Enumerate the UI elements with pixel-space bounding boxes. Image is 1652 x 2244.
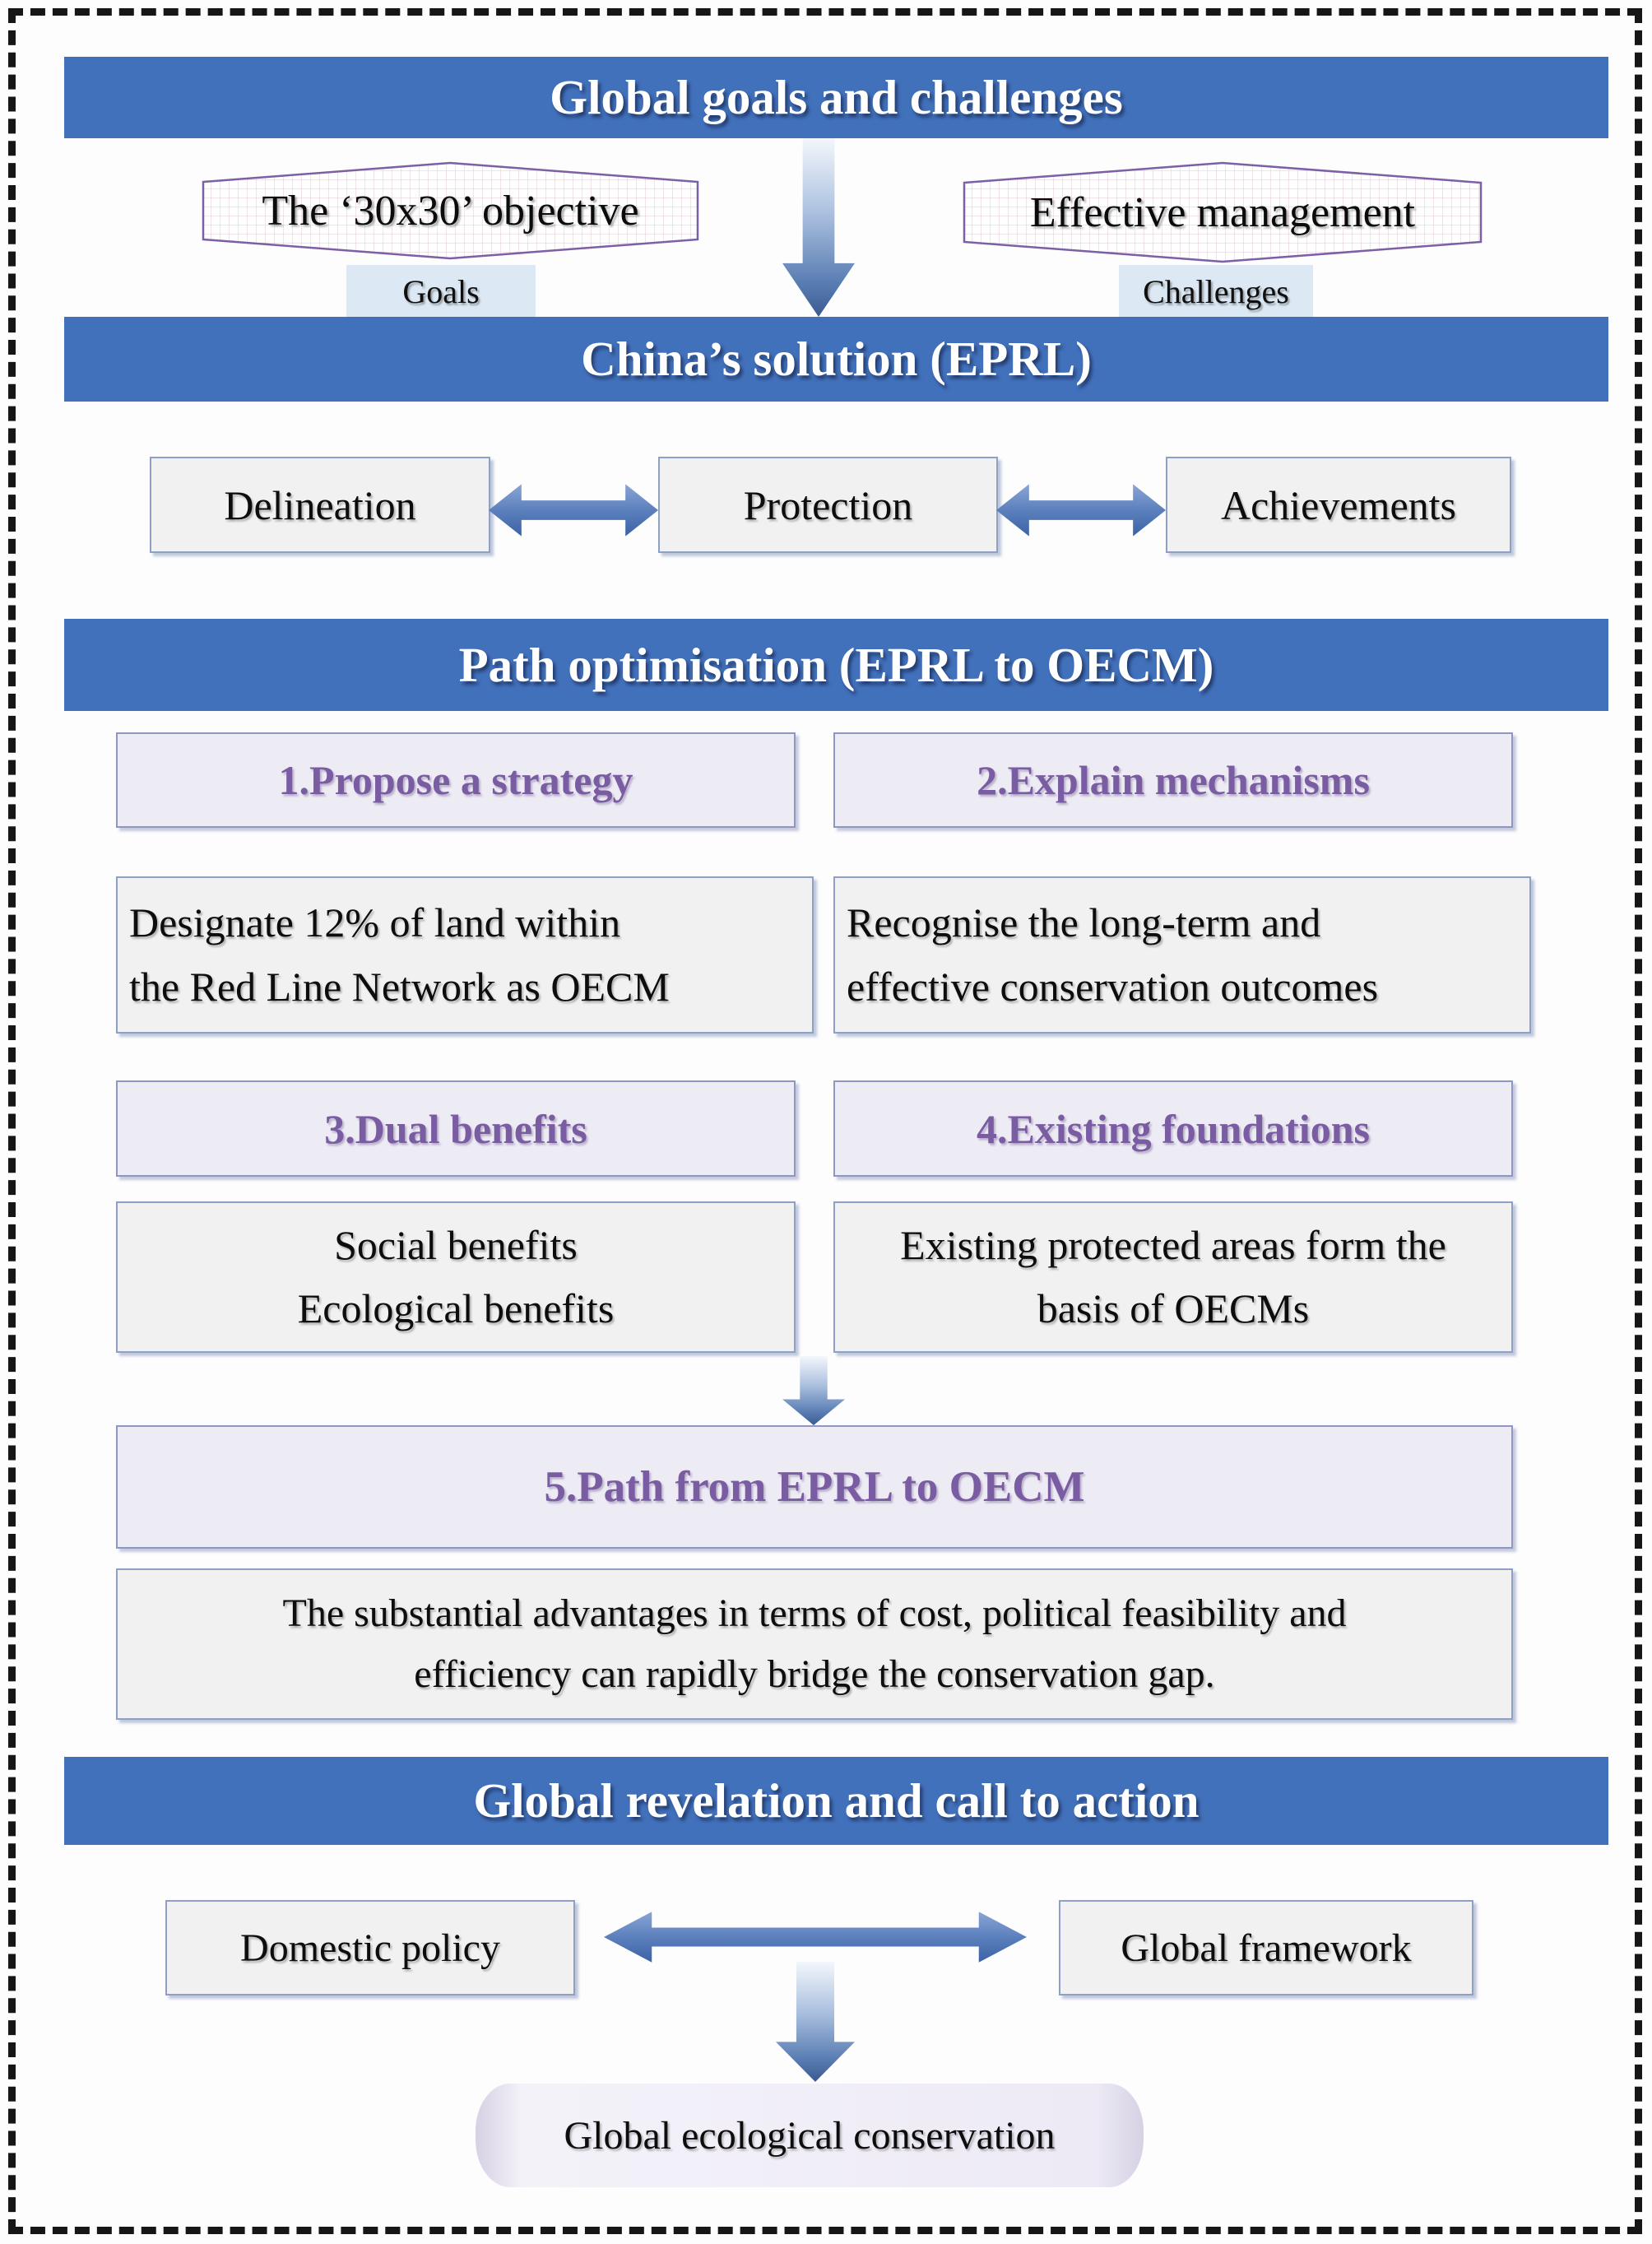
strategy-heading: 1.Propose a strategy bbox=[278, 757, 633, 803]
path5-body-box: The substantial advantages in terms of c… bbox=[116, 1568, 1513, 1720]
global-framework-label: Global framework bbox=[1121, 1926, 1412, 1970]
foundations-heading-box: 4.Existing foundations bbox=[833, 1080, 1513, 1177]
double-arrow-icon bbox=[996, 484, 1166, 537]
delineation-box: Delineation bbox=[150, 457, 490, 553]
down-arrow-icon bbox=[782, 138, 855, 317]
down-arrow-icon bbox=[782, 1356, 845, 1425]
management-hexagon: Effective management bbox=[963, 161, 1483, 263]
global-goals-title: Global goals and challenges bbox=[550, 70, 1123, 124]
double-arrow-icon bbox=[604, 1912, 1027, 1963]
china-solution-title-bar: China’s solution (EPRL) bbox=[64, 317, 1608, 402]
domestic-policy-box: Domestic policy bbox=[165, 1900, 575, 1995]
mechanisms-heading: 2.Explain mechanisms bbox=[977, 757, 1370, 803]
china-solution-title: China’s solution (EPRL) bbox=[581, 332, 1092, 386]
global-goals-title-bar: Global goals and challenges bbox=[64, 57, 1608, 138]
path-optimisation-title: Path optimisation (EPRL to OECM) bbox=[458, 637, 1214, 692]
management-hexagon-label: Effective management bbox=[1029, 188, 1416, 236]
achievements-label: Achievements bbox=[1220, 481, 1456, 528]
mechanisms-body-box: Recognise the long-term and effective co… bbox=[833, 876, 1531, 1034]
foundations-body: Existing protected areas form the basis … bbox=[900, 1221, 1446, 1332]
down-arrow-icon bbox=[776, 1962, 855, 2082]
strategy-body: Designate 12% of land within the Red Lin… bbox=[129, 899, 670, 1010]
path5-body: The substantial advantages in terms of c… bbox=[282, 1591, 1347, 1696]
protection-label: Protection bbox=[743, 481, 913, 528]
hexagon-shape bbox=[963, 161, 1483, 263]
challenges-tag-label: Challenges bbox=[1143, 272, 1289, 310]
mechanisms-heading-box: 2.Explain mechanisms bbox=[833, 732, 1513, 828]
hexagon-shape bbox=[202, 161, 699, 260]
goals-tag: Goals bbox=[346, 265, 536, 318]
challenges-tag: Challenges bbox=[1119, 265, 1313, 318]
objective-hexagon: The ‘30x30’ objective bbox=[202, 161, 699, 260]
strategy-heading-box: 1.Propose a strategy bbox=[116, 732, 796, 828]
domestic-policy-label: Domestic policy bbox=[240, 1926, 500, 1970]
goals-tag-label: Goals bbox=[402, 272, 480, 310]
global-revelation-title-bar: Global revelation and call to action bbox=[64, 1757, 1608, 1845]
dual-benefits-body-box: Social benefits Ecological benefits bbox=[116, 1201, 796, 1353]
objective-hexagon-label: The ‘30x30’ objective bbox=[262, 187, 639, 235]
strategy-body-box: Designate 12% of land within the Red Lin… bbox=[116, 876, 814, 1034]
global-framework-box: Global framework bbox=[1059, 1900, 1473, 1995]
dual-benefits-body: Social benefits Ecological benefits bbox=[297, 1221, 615, 1332]
foundations-heading: 4.Existing foundations bbox=[977, 1105, 1370, 1152]
achievements-box: Achievements bbox=[1166, 457, 1511, 553]
path-optimisation-title-bar: Path optimisation (EPRL to OECM) bbox=[64, 619, 1608, 711]
dual-benefits-heading-box: 3.Dual benefits bbox=[116, 1080, 796, 1177]
mechanisms-body: Recognise the long-term and effective co… bbox=[847, 899, 1379, 1010]
double-arrow-icon bbox=[489, 484, 658, 537]
global-revelation-title: Global revelation and call to action bbox=[473, 1773, 1200, 1828]
dual-benefits-heading: 3.Dual benefits bbox=[324, 1105, 587, 1152]
path5-heading: 5.Path from EPRL to OECM bbox=[544, 1463, 1085, 1511]
delineation-label: Delineation bbox=[224, 481, 416, 528]
protection-box: Protection bbox=[658, 457, 998, 553]
path5-heading-box: 5.Path from EPRL to OECM bbox=[116, 1425, 1513, 1549]
foundations-body-box: Existing protected areas form the basis … bbox=[833, 1201, 1513, 1353]
global-conservation-label: Global ecological conservation bbox=[564, 2113, 1056, 2158]
global-conservation-cylinder: Global ecological conservation bbox=[476, 2084, 1144, 2187]
